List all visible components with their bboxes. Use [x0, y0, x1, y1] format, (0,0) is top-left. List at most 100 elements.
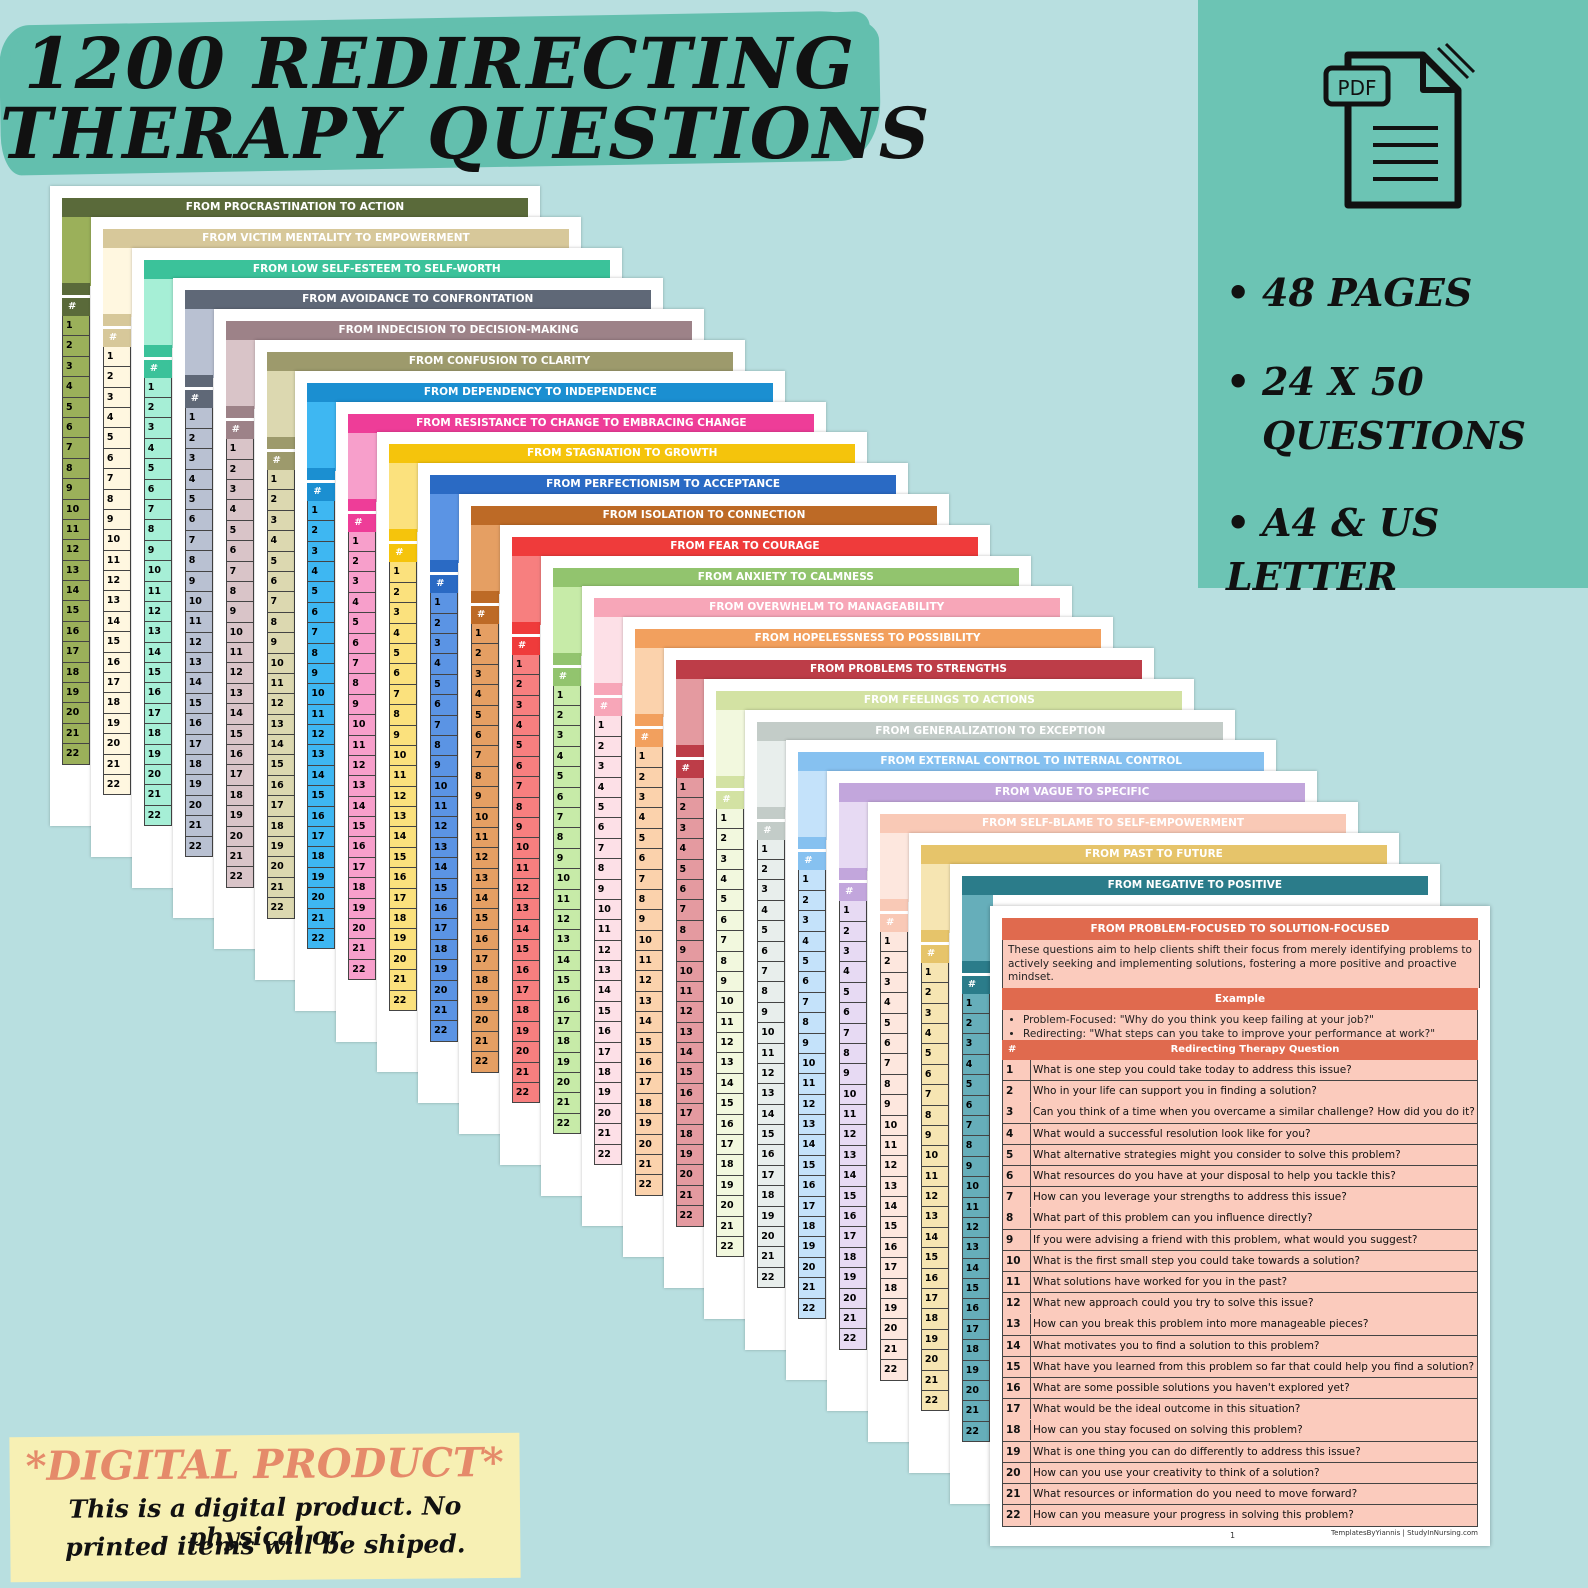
row-number: 20 — [266, 857, 295, 878]
page-thumbnail-example-band — [920, 929, 949, 942]
row-number: 6 — [184, 510, 213, 531]
row-number: 18 — [920, 1309, 949, 1330]
question-number: 13 — [1006, 1314, 1031, 1335]
row-number: 19 — [184, 775, 213, 796]
row-number: 22 — [798, 1298, 827, 1319]
page-thumbnail-title: FROM ANXIETY TO CALMNESS — [552, 567, 1019, 587]
row-number: 20 — [471, 1011, 499, 1032]
row-number: 18 — [471, 970, 499, 992]
page-thumbnail-column-header: # — [430, 575, 459, 594]
row-number: 20 — [307, 888, 336, 909]
question-text: What is one step you could take today to… — [1033, 1064, 1352, 1076]
page-thumbnail-description — [634, 648, 666, 718]
row-number: 5 — [675, 859, 704, 880]
row-number: 10 — [634, 930, 663, 952]
front-page-title: FROM PROBLEM-FOCUSED TO SOLUTION-FOCUSED — [1002, 918, 1478, 940]
question-text: What would a successful resolution look … — [1033, 1127, 1311, 1140]
row-number: 19 — [348, 898, 377, 920]
row-number: 17 — [225, 765, 254, 786]
row-number: 5 — [184, 489, 213, 511]
row-number: 19 — [266, 837, 295, 858]
row-number: 16 — [511, 960, 540, 982]
row-number: 11 — [143, 581, 172, 602]
row-number: 3 — [430, 633, 459, 655]
row-number: 21 — [920, 1370, 949, 1391]
row-number: 2 — [716, 829, 745, 850]
row-number: 8 — [675, 920, 704, 942]
page-thumbnail-description — [593, 617, 625, 687]
row-number: 12 — [880, 1156, 908, 1177]
row-number: 12 — [389, 786, 418, 808]
row-number: 14 — [184, 673, 213, 694]
page-thumbnail-example-band — [593, 683, 622, 696]
row-number: 10 — [266, 653, 295, 674]
row-number: 7 — [920, 1085, 949, 1106]
row-number: 15 — [102, 632, 131, 653]
row-number: 22 — [184, 836, 213, 857]
row-number: 14 — [798, 1135, 827, 1156]
row-number: 17 — [62, 642, 90, 663]
row-number: 8 — [102, 489, 131, 510]
row-number: 14 — [266, 735, 295, 756]
row-number: 6 — [798, 972, 827, 993]
row-number: 13 — [798, 1115, 827, 1136]
row-number: 17 — [552, 1011, 581, 1033]
row-number: 11 — [920, 1166, 949, 1188]
page-thumbnail-description — [961, 894, 993, 964]
row-number: 1 — [593, 716, 622, 737]
row-number: 1 — [961, 993, 990, 1014]
row-number: 7 — [634, 869, 663, 890]
page-thumbnail-description — [880, 833, 911, 902]
page-thumbnail-title: FROM EXTERNAL CONTROL TO INTERNAL CONTRO… — [798, 752, 1265, 772]
row-number: 11 — [675, 981, 704, 1003]
row-number: 1 — [430, 593, 459, 614]
row-number: 8 — [757, 982, 786, 1003]
row-number: 1 — [757, 839, 786, 860]
row-number: 5 — [757, 921, 786, 942]
row-number: 9 — [102, 509, 131, 531]
row-number: 5 — [471, 705, 499, 726]
row-number: 5 — [593, 797, 622, 819]
question-text: What would be the ideal outcome in this … — [1033, 1403, 1301, 1416]
row-number: 21 — [471, 1031, 499, 1053]
row-number: 19 — [716, 1175, 745, 1197]
row-number: 8 — [716, 951, 745, 972]
row-number: 11 — [716, 1012, 745, 1034]
row-number: 18 — [389, 909, 418, 930]
page-thumbnail-example-band — [634, 714, 663, 727]
row-number: 15 — [225, 724, 254, 746]
page-thumbnail-title: FROM VICTIM MENTALITY TO EMPOWERMENT — [102, 228, 569, 248]
row-number: 18 — [757, 1186, 786, 1207]
row-number: 10 — [593, 899, 622, 921]
row-number: 4 — [471, 685, 499, 706]
row-number: 16 — [798, 1176, 827, 1197]
page-thumbnail-column-header: # — [389, 544, 418, 563]
row-number: 6 — [348, 633, 377, 654]
row-number: 14 — [102, 611, 131, 633]
page-thumbnail-example-band — [102, 313, 131, 326]
row-number: 22 — [552, 1113, 581, 1135]
row-number: 12 — [920, 1187, 949, 1208]
row-number: 15 — [839, 1186, 868, 1208]
row-number: 2 — [471, 644, 499, 665]
row-number: 7 — [716, 931, 745, 952]
row-number: 6 — [389, 664, 418, 685]
row-number: 10 — [430, 776, 459, 798]
row-number: 2 — [430, 613, 459, 634]
row-number: 4 — [634, 808, 663, 829]
page-thumbnail-description — [920, 863, 952, 933]
row-number: 10 — [552, 869, 581, 890]
row-number: 14 — [920, 1227, 949, 1249]
row-number: 15 — [348, 817, 377, 838]
row-number: 6 — [307, 602, 336, 624]
